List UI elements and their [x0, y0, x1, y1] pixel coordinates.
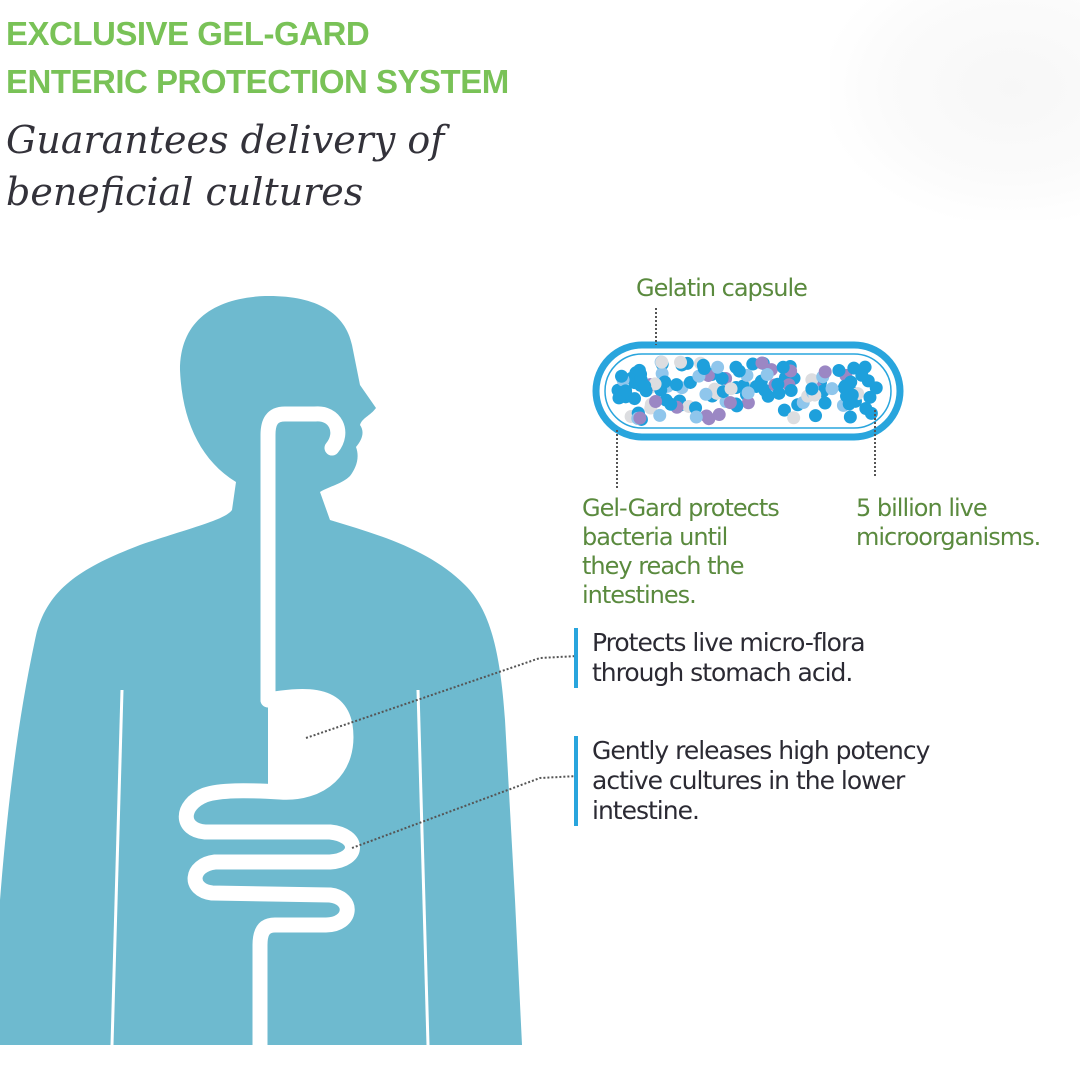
- culture-dot: [787, 411, 801, 425]
- microorganisms-note-line: microorganisms.: [856, 523, 1041, 551]
- culture-dot: [776, 360, 790, 374]
- stomach: [268, 694, 349, 796]
- callout-line: through stomach acid.: [592, 658, 853, 687]
- gelgard-note-line: they reach the: [582, 552, 744, 580]
- microorganisms-note: 5 billion live microorganisms.: [856, 494, 1041, 552]
- leader-line-intestine: [351, 775, 579, 849]
- culture-dot: [689, 410, 703, 424]
- culture-dot: [863, 390, 877, 404]
- subtitle-line-2: beneficial cultures: [6, 170, 364, 214]
- culture-dot: [859, 402, 873, 416]
- subtitle: Guarantees delivery of beneficial cultur…: [6, 114, 444, 218]
- callout-line: Protects live micro-flora: [592, 628, 866, 657]
- culture-dot: [838, 379, 852, 393]
- callout-stomach: Protects live micro-flora through stomac…: [574, 628, 866, 688]
- culture-dot: [648, 377, 662, 391]
- culture-dot: [755, 356, 769, 370]
- culture-dot: [818, 365, 832, 379]
- microorganisms-note-line: 5 billion live: [856, 494, 988, 522]
- callout-line: active cultures in the lower: [592, 766, 905, 795]
- culture-dot: [761, 389, 775, 403]
- culture-dot: [615, 369, 629, 383]
- culture-dot: [711, 360, 725, 374]
- culture-dot: [732, 364, 746, 378]
- culture-dot: [784, 383, 798, 397]
- culture-dot: [699, 387, 713, 401]
- culture-dot: [669, 378, 683, 392]
- culture-dot: [825, 382, 839, 396]
- capsule: [592, 341, 904, 441]
- culture-dot: [855, 368, 869, 382]
- heading-line-2: ENTERIC PROTECTION SYSTEM: [6, 63, 509, 100]
- gelgard-note-line: intestines.: [582, 581, 697, 609]
- culture-dot: [633, 411, 647, 425]
- culture-dot: [632, 363, 646, 377]
- culture-dot: [697, 362, 711, 376]
- arm-separator-right: [416, 689, 430, 1046]
- gelgard-note-line: bacteria until: [582, 523, 728, 551]
- culture-dot: [627, 392, 641, 406]
- culture-dot: [653, 408, 667, 422]
- leader-line-stomach: [305, 655, 579, 739]
- culture-dot: [715, 371, 729, 385]
- culture-dot: [772, 386, 786, 400]
- arm-separator-left: [110, 689, 124, 1046]
- culture-dot: [818, 396, 832, 410]
- callout-line: Gently releases high potency: [592, 736, 930, 765]
- culture-dot: [809, 409, 823, 423]
- culture-dot: [723, 396, 737, 410]
- culture-dot: [843, 410, 857, 424]
- culture-dot: [674, 355, 688, 369]
- heading-line-1: EXCLUSIVE GEL-GARD: [6, 15, 370, 52]
- callout-line: intestine.: [592, 796, 700, 825]
- culture-dot: [664, 397, 678, 411]
- culture-dot: [655, 355, 669, 369]
- culture-dot: [702, 412, 716, 426]
- culture-dot: [649, 395, 663, 409]
- gelgard-note: Gel-Gard protects bacteria until they re…: [582, 494, 780, 610]
- gelgard-note-line: Gel-Gard protects: [582, 494, 780, 522]
- culture-dot: [712, 408, 726, 422]
- culture-dot: [832, 363, 846, 377]
- culture-dot: [619, 384, 633, 398]
- capsule-inner-shell: [604, 353, 892, 429]
- gelatin-capsule-label: Gelatin capsule: [636, 274, 808, 302]
- culture-dot: [741, 386, 755, 400]
- culture-dot: [639, 384, 653, 398]
- culture-dot: [760, 367, 774, 381]
- culture-dot: [724, 382, 738, 396]
- callout-intestine: Gently releases high potency active cult…: [574, 736, 930, 826]
- subtitle-line-1: Guarantees delivery of: [6, 118, 445, 162]
- culture-dot: [777, 403, 791, 417]
- culture-dot: [741, 396, 755, 410]
- culture-dot: [844, 394, 858, 408]
- background-glow: [830, 0, 1080, 220]
- culture-dot: [805, 382, 819, 396]
